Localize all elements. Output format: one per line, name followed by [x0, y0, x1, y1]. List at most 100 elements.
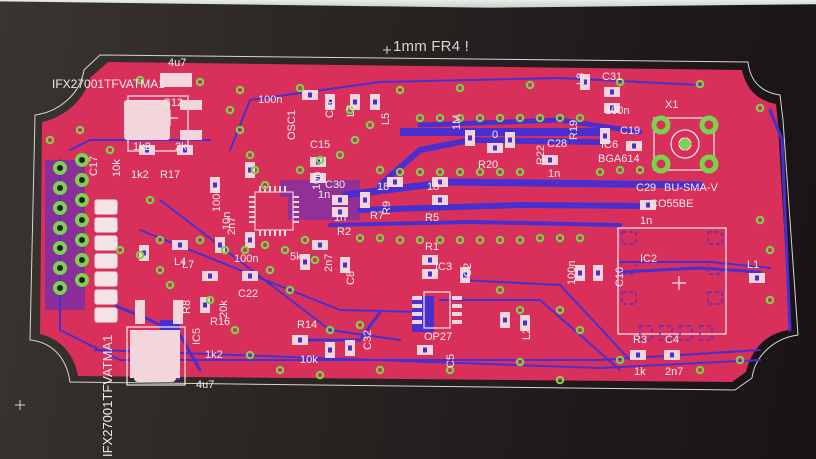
c31-value: 100n: [605, 105, 629, 117]
via: [265, 265, 275, 275]
c29-ref: C29: [636, 182, 656, 194]
smd-pad-via: [755, 275, 759, 281]
smd-pad-via: [373, 99, 377, 105]
r17-value: 2k: [175, 141, 187, 153]
r18-value: 1k2: [133, 141, 151, 153]
via: [260, 180, 270, 190]
r1-ref: R1: [425, 241, 439, 253]
c5-ref: C5: [445, 354, 457, 368]
via: [375, 165, 385, 175]
r3-value: 1k: [634, 366, 646, 378]
via: [695, 79, 705, 89]
screen-glare: [0, 0, 816, 8]
via: [225, 105, 235, 115]
sma-connector-pads: [651, 115, 719, 174]
via: [555, 113, 565, 123]
via: [355, 233, 365, 243]
via: [245, 350, 255, 360]
smd-pad-via: [428, 257, 432, 263]
smd-pad-via: [308, 92, 312, 98]
via: [595, 167, 605, 177]
r3-ref: R3: [633, 334, 647, 346]
via: [195, 77, 205, 87]
via: [115, 245, 125, 255]
via: [695, 365, 705, 375]
smd-pad-via: [523, 320, 527, 326]
c19-ref: C19: [620, 125, 640, 137]
ic3-ref: IC3: [435, 261, 452, 273]
smd-pad-via: [610, 89, 614, 95]
via: [105, 145, 115, 155]
r22-ref: R22: [535, 145, 547, 165]
c31-ref: C31: [602, 71, 622, 83]
smd-pad-via: [248, 237, 252, 243]
via: [445, 365, 455, 375]
via: [535, 113, 545, 123]
smd-pad-via: [603, 133, 607, 139]
via: [220, 245, 230, 255]
smd-pad-via: [248, 273, 252, 279]
via: [275, 365, 285, 375]
r7-value: 18: [377, 181, 389, 193]
via: [395, 167, 405, 177]
smd-pad-via: [348, 345, 352, 351]
misc-2n7: 2n7: [226, 217, 238, 235]
smd-pad-via: [142, 250, 146, 256]
via: [475, 167, 485, 177]
via: [495, 167, 505, 177]
via: [235, 85, 245, 95]
via: [435, 113, 445, 123]
via: [515, 305, 525, 315]
via: [355, 320, 365, 330]
via: [765, 295, 775, 305]
via: [350, 135, 360, 145]
via: [295, 83, 305, 93]
smd-pad-via: [463, 272, 467, 278]
smd-pad-via: [248, 167, 252, 173]
r6-value: 18: [427, 181, 439, 193]
r5-ref: R5: [425, 212, 439, 224]
pin-header: [53, 153, 118, 323]
smd-pad-via: [610, 105, 614, 111]
smd-pad-via: [178, 242, 182, 248]
via: [755, 103, 765, 113]
c15-ref: C15: [310, 139, 330, 151]
via: [455, 113, 465, 123]
via: [515, 357, 525, 367]
smd-pad-via: [508, 137, 512, 143]
regulator-pads: [124, 73, 202, 382]
via: [315, 370, 325, 380]
via: [375, 233, 385, 243]
smd-pad-via: [438, 197, 442, 203]
c10-value: 100n: [566, 261, 578, 285]
via: [205, 295, 215, 305]
via: [45, 135, 55, 145]
l4-ref: L4: [174, 256, 186, 268]
l2-ref: L2: [521, 328, 533, 340]
via: [555, 233, 565, 243]
c4-ref: C4: [665, 334, 679, 346]
via: [515, 113, 525, 123]
c10-ref: C10: [614, 267, 626, 287]
c28-value: 1n: [548, 168, 560, 180]
r18-ref-label: 1k2: [131, 169, 149, 181]
r16-value: 20k: [218, 300, 230, 318]
via: [230, 325, 240, 335]
r8-ref: R8: [181, 300, 193, 314]
l5-ref: L5: [380, 113, 392, 125]
r17-ref: R17: [160, 169, 180, 181]
smd-pad-via: [338, 197, 342, 203]
via: [495, 285, 505, 295]
ic4-value: IFX27001TFVATMA1: [52, 77, 165, 91]
smd-pad-via: [632, 143, 636, 149]
smd-pad-via: [493, 145, 497, 151]
via: [615, 165, 625, 175]
smd-pad-via: [213, 182, 217, 188]
misc-10n: 10n: [221, 212, 233, 230]
via: [300, 235, 310, 245]
x1-value: BU-SMA-V: [664, 182, 718, 194]
smd-pad-via: [218, 242, 222, 248]
ic2-ref: IC2: [640, 253, 657, 265]
via: [135, 75, 145, 85]
